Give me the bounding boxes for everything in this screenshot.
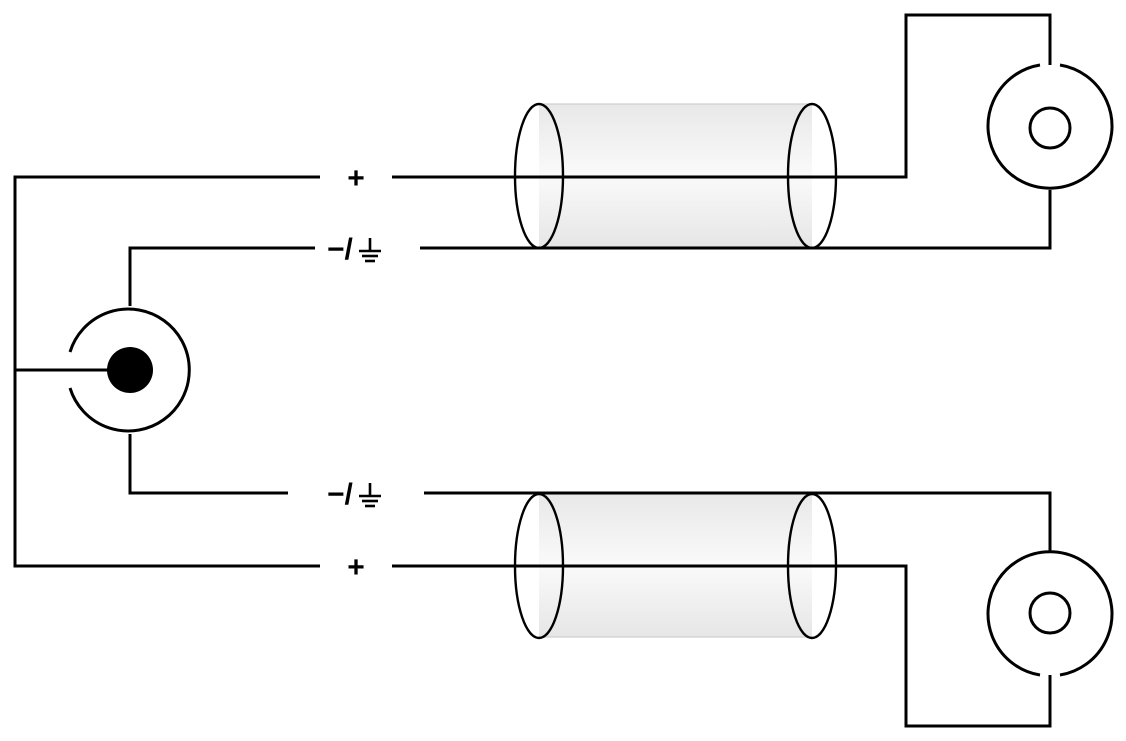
top-ground-wire-left: [128, 246, 315, 306]
top-plus-wire: [392, 13, 1052, 179]
bottom-output-rca-connector: [986, 550, 1114, 677]
input-connector-solid-pin: [107, 347, 153, 393]
bottom-ground-wire-left: [128, 434, 288, 495]
ground-icon: [359, 238, 381, 263]
top-minus-label: −/: [327, 233, 354, 266]
top-plus-label: +: [347, 162, 365, 195]
input-wiring: [13, 175, 320, 568]
wire-labels: + + −/ −/: [327, 162, 381, 584]
input-rca-connector: [68, 307, 191, 433]
bottom-connector-hollow-pin: [1028, 591, 1072, 635]
bottom-output-wiring: [392, 491, 1052, 728]
top-connector-hollow-pin: [1028, 106, 1072, 150]
ground-icon: [359, 483, 381, 508]
bottom-minus-label: −/: [327, 478, 354, 511]
top-output-rca-connector: [986, 63, 1114, 190]
top-output-wiring: [392, 13, 1052, 250]
bottom-plus-wire: [392, 564, 1052, 728]
bottom-ground-wire: [424, 491, 1052, 551]
top-ground-wire: [420, 190, 1052, 250]
bottom-plus-label: +: [347, 551, 365, 584]
